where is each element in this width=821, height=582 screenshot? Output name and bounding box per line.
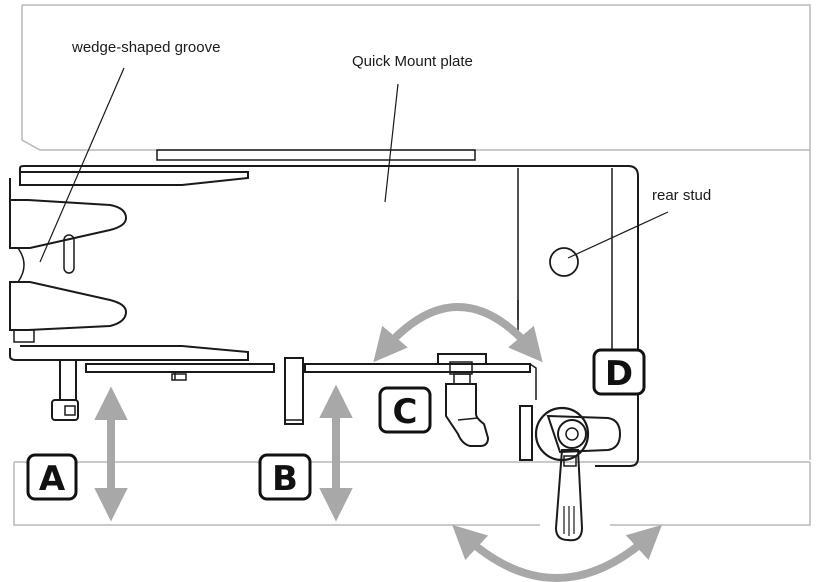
letter-d: D xyxy=(605,354,633,394)
letter-a: A xyxy=(39,459,66,499)
leader-stud xyxy=(567,211,669,259)
letter-box-a: A xyxy=(26,453,78,501)
leader-plate xyxy=(384,83,399,203)
lever-c-mechanism xyxy=(437,353,490,447)
post-b xyxy=(284,357,304,425)
letter-c: C xyxy=(393,392,418,432)
arrow-d-rotation xyxy=(452,524,662,582)
letter-box-d: D xyxy=(592,348,646,396)
bottom-rail xyxy=(85,363,537,400)
label-rear-stud: rear stud xyxy=(652,187,711,204)
label-wedge-shaped-groove: wedge-shaped groove xyxy=(71,39,220,56)
left-jaw xyxy=(9,199,128,343)
letter-box-b: B xyxy=(258,453,312,501)
letter-box-c: C xyxy=(378,386,432,434)
top-strip xyxy=(156,149,476,161)
main-housing xyxy=(9,165,639,467)
background-frame xyxy=(13,4,811,526)
post-a xyxy=(51,359,79,421)
label-quick-mount-plate: Quick Mount plate xyxy=(352,53,473,70)
rear-stud xyxy=(549,247,579,277)
letter-b: B xyxy=(272,459,298,499)
lever-d xyxy=(519,405,622,542)
arrow-c-rotation xyxy=(373,303,543,363)
leader-groove xyxy=(39,67,125,263)
